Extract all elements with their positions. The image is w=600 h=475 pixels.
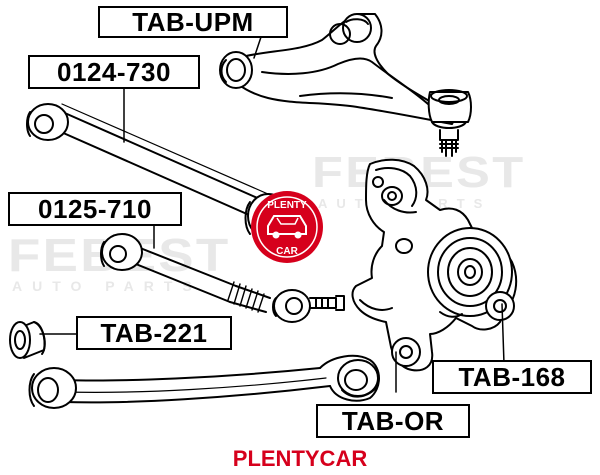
plentycar-logo	[251, 191, 323, 263]
toe-rod	[100, 233, 345, 323]
label-long-rod: 0124-730	[28, 55, 200, 89]
watermark-sub-left: AUTO PARTS	[12, 278, 202, 294]
label-knuckle-bushing: TAB-168	[432, 360, 592, 394]
label-adjust-rod: 0125-710	[8, 192, 182, 226]
small-bushing-part	[9, 321, 46, 359]
label-small-bushing: TAB-221	[76, 316, 232, 350]
logo-text-top: PLENTY	[267, 200, 307, 211]
knuckle-assembly	[351, 158, 518, 372]
logo-text-bottom: CAR	[276, 246, 298, 257]
lower-control-arm	[28, 354, 380, 409]
footer-brand: PLENTYCAR	[232, 446, 368, 471]
label-upper-arm: TAB-UPM	[98, 6, 288, 38]
upper-control-arm	[219, 13, 472, 157]
label-lower-arm-bushing: TAB-OR	[316, 404, 470, 438]
